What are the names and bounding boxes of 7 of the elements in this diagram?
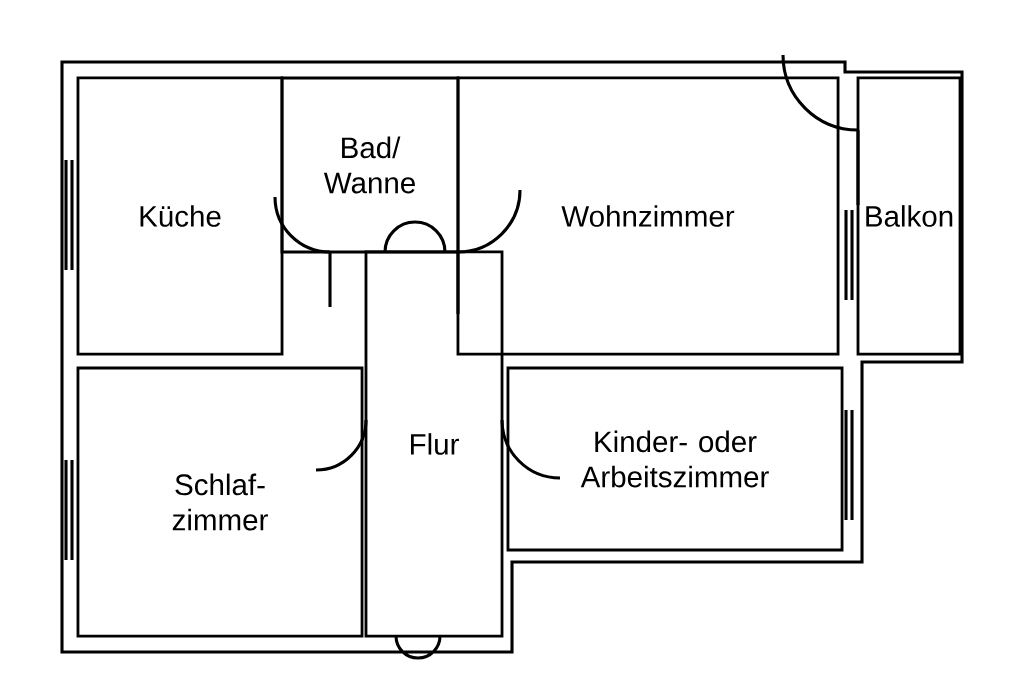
room-outline: Flur xyxy=(364,250,504,638)
room-outline: Schlaf- zimmer xyxy=(76,366,364,638)
room-outline: Bad/ Wanne xyxy=(280,76,460,254)
room-outline: Balkon xyxy=(856,76,962,356)
room-outline: Kinder- oder Arbeitszimmer xyxy=(506,366,844,552)
room-outline: Küche xyxy=(76,76,284,356)
room-outline: Wohnzimmer xyxy=(456,76,840,356)
